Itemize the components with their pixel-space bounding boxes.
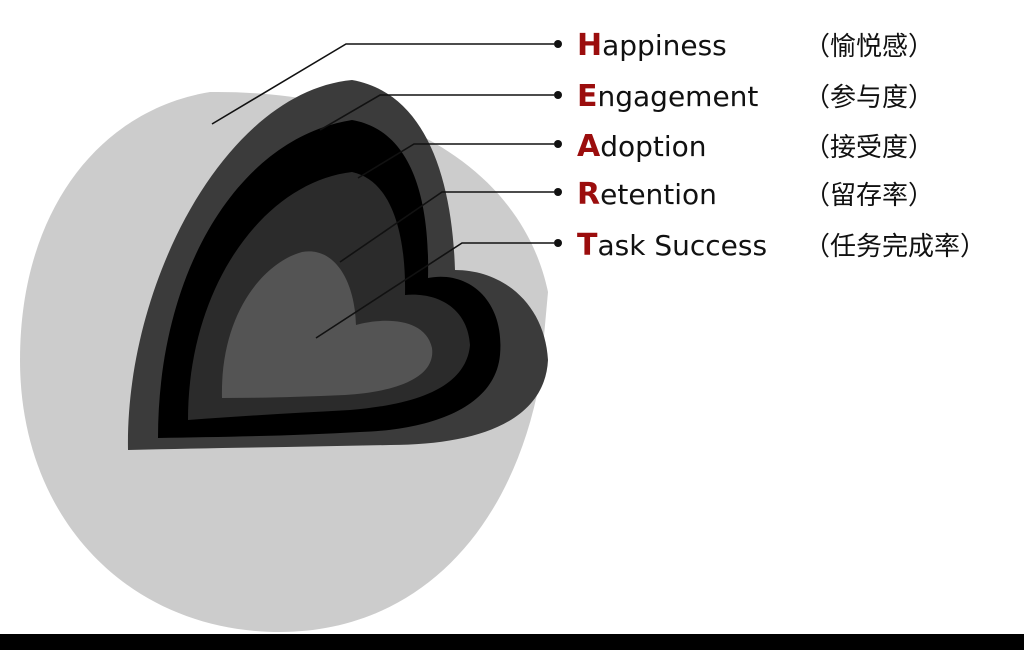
bullet-adoption xyxy=(554,140,562,148)
label-engagement-cn: （参与度） xyxy=(804,83,934,113)
label-adoption-cn: （接受度） xyxy=(804,133,934,163)
label-task-success-cn: （任务完成率） xyxy=(804,232,986,262)
label-engagement: Engagement xyxy=(577,79,758,114)
label-task-success: Task Success xyxy=(577,228,767,263)
bullet-happiness xyxy=(554,40,562,48)
leader-line-task-success xyxy=(315,242,554,339)
bottom-bar xyxy=(0,634,1024,650)
label-adoption: Adoption xyxy=(577,129,707,164)
leader-lines xyxy=(211,43,554,339)
label-retention: Retention xyxy=(577,177,717,212)
heart-sphere-svg: Happiness （愉悦感） Engagement （参与度） Adoptio… xyxy=(20,28,986,632)
label-happiness-cn: （愉悦感） xyxy=(804,32,934,62)
heart-core-retention xyxy=(221,251,433,398)
label-happiness: Happiness xyxy=(577,28,727,63)
bullet-retention xyxy=(554,188,562,196)
bullets xyxy=(554,40,562,247)
leader-line-adoption xyxy=(357,143,554,179)
leader-line-happiness xyxy=(211,43,554,125)
bullet-engagement xyxy=(554,91,562,99)
leader-line-retention xyxy=(339,191,554,263)
bullet-task-success xyxy=(554,239,562,247)
leader-line-engagement xyxy=(319,94,554,131)
label-retention-cn: （留存率） xyxy=(804,181,934,211)
labels: Happiness （愉悦感） Engagement （参与度） Adoptio… xyxy=(577,28,986,263)
